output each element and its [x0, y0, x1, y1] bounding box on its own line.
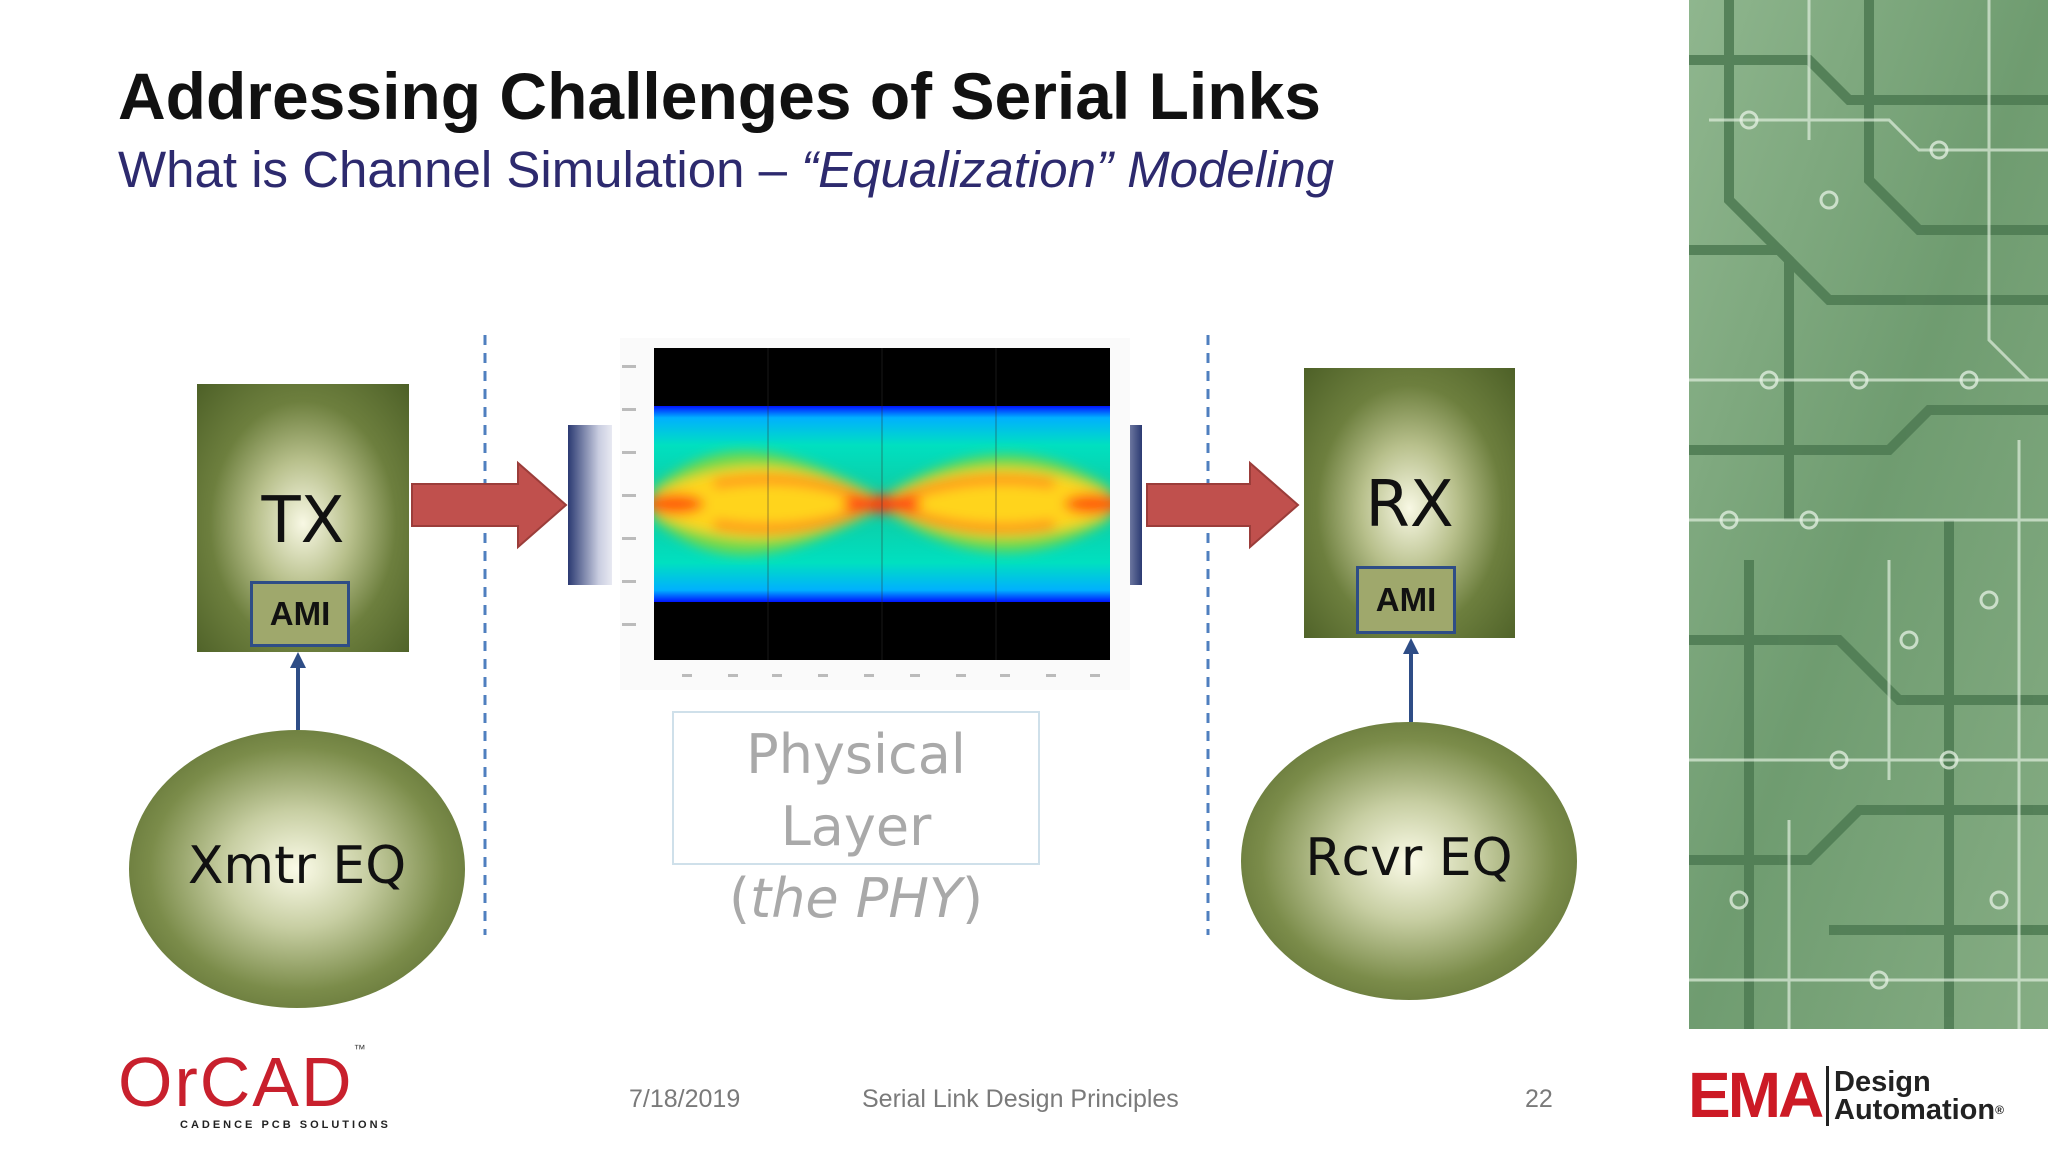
- orcad-logo: OrCAD™: [118, 1042, 368, 1122]
- pcb-traces-graphic: [1689, 0, 2048, 1029]
- pcb-background-image: [1689, 0, 2048, 1029]
- channel-left-plate: [568, 425, 612, 585]
- ema-logo-divider: [1826, 1066, 1829, 1126]
- rx-connector-arrowhead: [1403, 638, 1419, 654]
- ema-logo: EMA: [1688, 1059, 1824, 1131]
- ema-automation: Automation: [1834, 1094, 1996, 1126]
- tx-ami-box: AMI: [250, 581, 350, 647]
- orcad-logo-text: OrCAD: [118, 1043, 354, 1121]
- phy-paren-open: (: [728, 867, 751, 930]
- physical-layer-label: Physical Layer (the PHY): [672, 711, 1040, 930]
- rx-block: RX AMI: [1304, 368, 1515, 638]
- rcvr-eq-oval: Rcvr EQ: [1241, 722, 1577, 1000]
- tx-connector-arrowhead: [290, 652, 306, 668]
- ema-automation-line: Automation®: [1834, 1094, 2004, 1126]
- footer-title: Serial Link Design Principles: [862, 1085, 1179, 1113]
- footer-date: 7/18/2019: [629, 1085, 741, 1113]
- tx-to-channel-arrow: [411, 460, 568, 550]
- phy-line2: (the PHY): [674, 863, 1038, 935]
- phy-line1: Physical Layer: [746, 723, 966, 858]
- eye-diagram: [654, 348, 1110, 660]
- slide-subtitle: What is Channel Simulation – “Equalizati…: [118, 140, 1334, 199]
- phy-italic: the PHY: [750, 867, 962, 930]
- subtitle-plain: What is Channel Simulation –: [118, 141, 802, 198]
- tx-label: TX: [261, 484, 345, 558]
- rx-ami-box: AMI: [1356, 566, 1456, 634]
- ema-logo-text: Design Automation®: [1834, 1066, 2004, 1126]
- orcad-tm: ™: [353, 1042, 368, 1056]
- channel-to-rx-arrow: [1146, 460, 1300, 550]
- rx-label: RX: [1365, 468, 1454, 542]
- eye-diagram-plot: [654, 348, 1110, 660]
- slide-title: Addressing Challenges of Serial Links: [118, 59, 1321, 133]
- phy-paren-close: ): [961, 867, 984, 930]
- subtitle-italic: “Equalization” Modeling: [801, 141, 1335, 198]
- tx-block: TX AMI: [197, 384, 409, 652]
- xmtr-eq-label: Xmtr EQ: [187, 836, 407, 896]
- xmtr-eq-oval: Xmtr EQ: [129, 730, 465, 1008]
- ema-reg: ®: [1995, 1103, 2004, 1117]
- rcvr-eq-label: Rcvr EQ: [1305, 828, 1513, 888]
- footer-page-number: 22: [1525, 1085, 1553, 1113]
- orcad-tagline: CADENCE PCB SOLUTIONS: [180, 1119, 391, 1131]
- eye-diagram-axis-ticks: [622, 365, 1100, 677]
- ema-design: Design: [1834, 1066, 1931, 1098]
